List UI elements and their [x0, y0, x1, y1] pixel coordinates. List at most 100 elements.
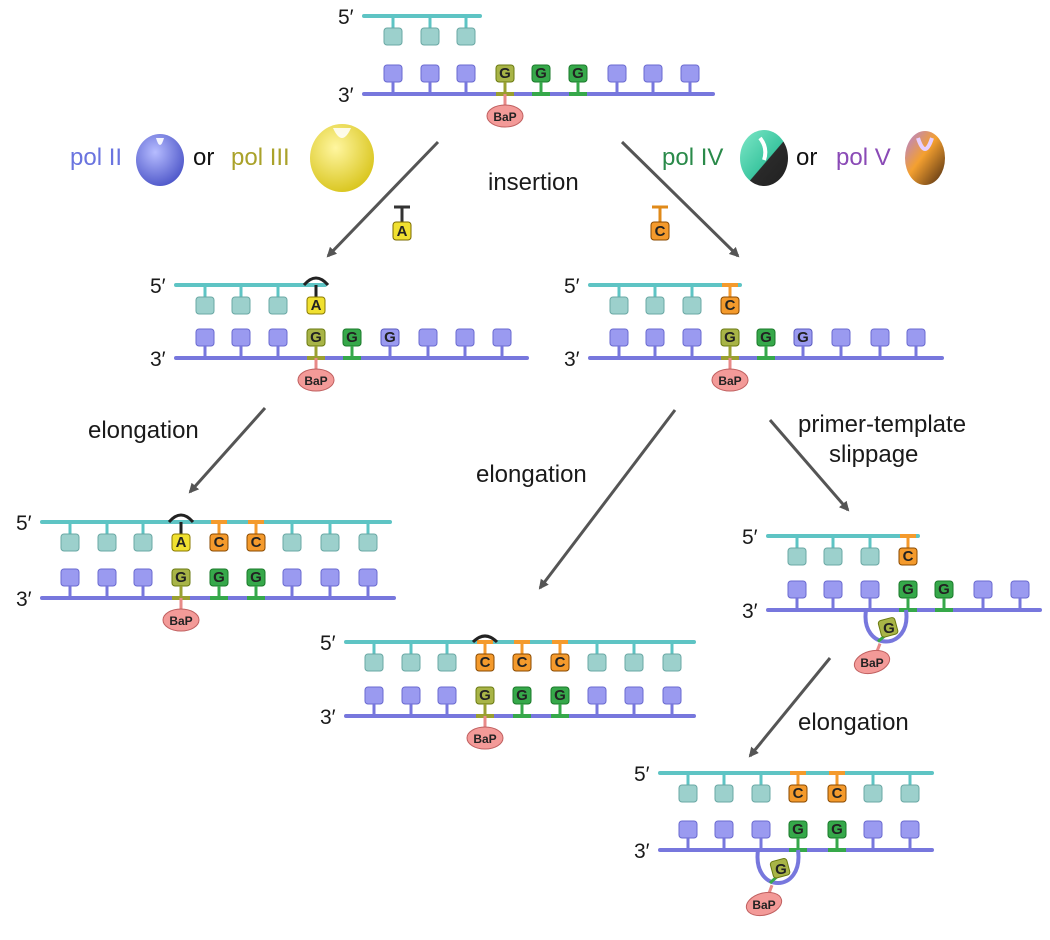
bottom-base-letter: G: [572, 65, 584, 82]
bottom-base: [401, 686, 421, 705]
top-base: [823, 547, 843, 566]
bap-label: BaP: [304, 374, 327, 388]
top-base: [282, 533, 302, 552]
top-base: [714, 784, 734, 803]
three-prime-label: 3′: [634, 840, 650, 863]
bottom-base: [358, 568, 378, 587]
top-base-letter: C: [251, 534, 262, 551]
arrow-left-elongation: [188, 407, 267, 494]
bottom-base: [97, 568, 117, 587]
five-prime-label: 5′: [320, 632, 336, 655]
five-prime-label: 5′: [742, 526, 758, 549]
top-base-letter: C: [214, 534, 225, 551]
top-base: [682, 296, 702, 315]
bottom-base: [418, 328, 438, 347]
arrow-to-left-insertion: [326, 140, 440, 258]
top-base: [512, 653, 532, 672]
bottom-base: [751, 820, 771, 839]
top-base: [60, 533, 80, 552]
top-base: [827, 784, 847, 803]
bottom-base-letter: G: [938, 581, 950, 598]
elongation-bottom-label: elongation: [798, 709, 909, 736]
arrow-middle-elongation: [538, 409, 677, 590]
top-base-letter: C: [832, 785, 843, 802]
top-base: [246, 533, 266, 552]
bottom-base: [420, 64, 440, 83]
slippage-label-line2: slippage: [829, 441, 918, 468]
bap-adduct: [486, 104, 524, 128]
pol2-label: pol II: [70, 144, 122, 171]
bottom-base: [860, 580, 880, 599]
top-base: [900, 784, 920, 803]
pol3-enzyme-icon: [310, 124, 374, 192]
bottom-base: [624, 686, 644, 705]
bottom-base: [863, 820, 883, 839]
insertion-label: insertion: [488, 169, 579, 196]
three-prime-label: 3′: [320, 706, 336, 729]
bottom-base: [607, 64, 627, 83]
top-base: [645, 296, 665, 315]
top-base: [133, 533, 153, 552]
inserted-A-bulge: [167, 513, 195, 524]
top-base: [97, 533, 117, 552]
bottom-base: [823, 580, 843, 599]
bottom-base: [662, 686, 682, 705]
top-base: [587, 653, 607, 672]
bottom-base: [60, 568, 80, 587]
bottom-base-letter: G: [213, 569, 225, 586]
pol4-label: pol IV: [662, 144, 723, 171]
primer-bulge: [471, 634, 499, 644]
bap-adduct: [466, 726, 504, 750]
top-base: [787, 547, 807, 566]
five-prime-label: 5′: [16, 512, 32, 535]
bottom-base: [133, 568, 153, 587]
top-base: [550, 653, 570, 672]
bottom-base-letter: G: [760, 329, 772, 346]
bottom-base: [383, 64, 403, 83]
bottom-base: [364, 686, 384, 705]
bottom-base: [320, 568, 340, 587]
bottom-base-letter: G: [831, 821, 843, 838]
bottom-base-letter: G: [535, 65, 547, 82]
bottom-base: [455, 328, 475, 347]
top-base: [456, 27, 476, 46]
bap-label: BaP: [860, 656, 883, 670]
bottom-base: [645, 328, 665, 347]
bottom-base: [1010, 580, 1030, 599]
three-prime-label: 3′: [742, 600, 758, 623]
bottom-base: [643, 64, 663, 83]
three-prime-label: 3′: [150, 348, 166, 371]
top-base: [609, 296, 629, 315]
top-base: [306, 296, 326, 315]
top-base: [401, 653, 421, 672]
bap-adduct: [297, 368, 335, 392]
bottom-base-letter: G: [516, 687, 528, 704]
top-base: [624, 653, 644, 672]
top-base-letter: A: [176, 534, 187, 551]
bottom-base: [587, 686, 607, 705]
top-base: [475, 653, 495, 672]
top-base-letter: C: [903, 548, 914, 565]
pol5-label: pol V: [836, 144, 891, 171]
elongation-middle-label: elongation: [476, 461, 587, 488]
bottom-base: [787, 580, 807, 599]
arrow-bottom-elongation: [748, 657, 832, 758]
bottom-base-letter: G: [310, 329, 322, 346]
bottom-base-letter: G: [499, 65, 511, 82]
top-base-letter: C: [555, 654, 566, 671]
bap-label: BaP: [752, 898, 775, 912]
or-label-1: or: [193, 144, 214, 171]
bottom-base-letter: G: [792, 821, 804, 838]
top-base: [420, 27, 440, 46]
bottom-base: [680, 64, 700, 83]
top-base-letter: C: [517, 654, 528, 671]
top-base: [720, 296, 740, 315]
bottom-base-letter: G: [902, 581, 914, 598]
bottom-base: [282, 568, 302, 587]
bottom-base: [437, 686, 457, 705]
three-prime-label: 3′: [564, 348, 580, 371]
five-prime-label: 5′: [150, 275, 166, 298]
